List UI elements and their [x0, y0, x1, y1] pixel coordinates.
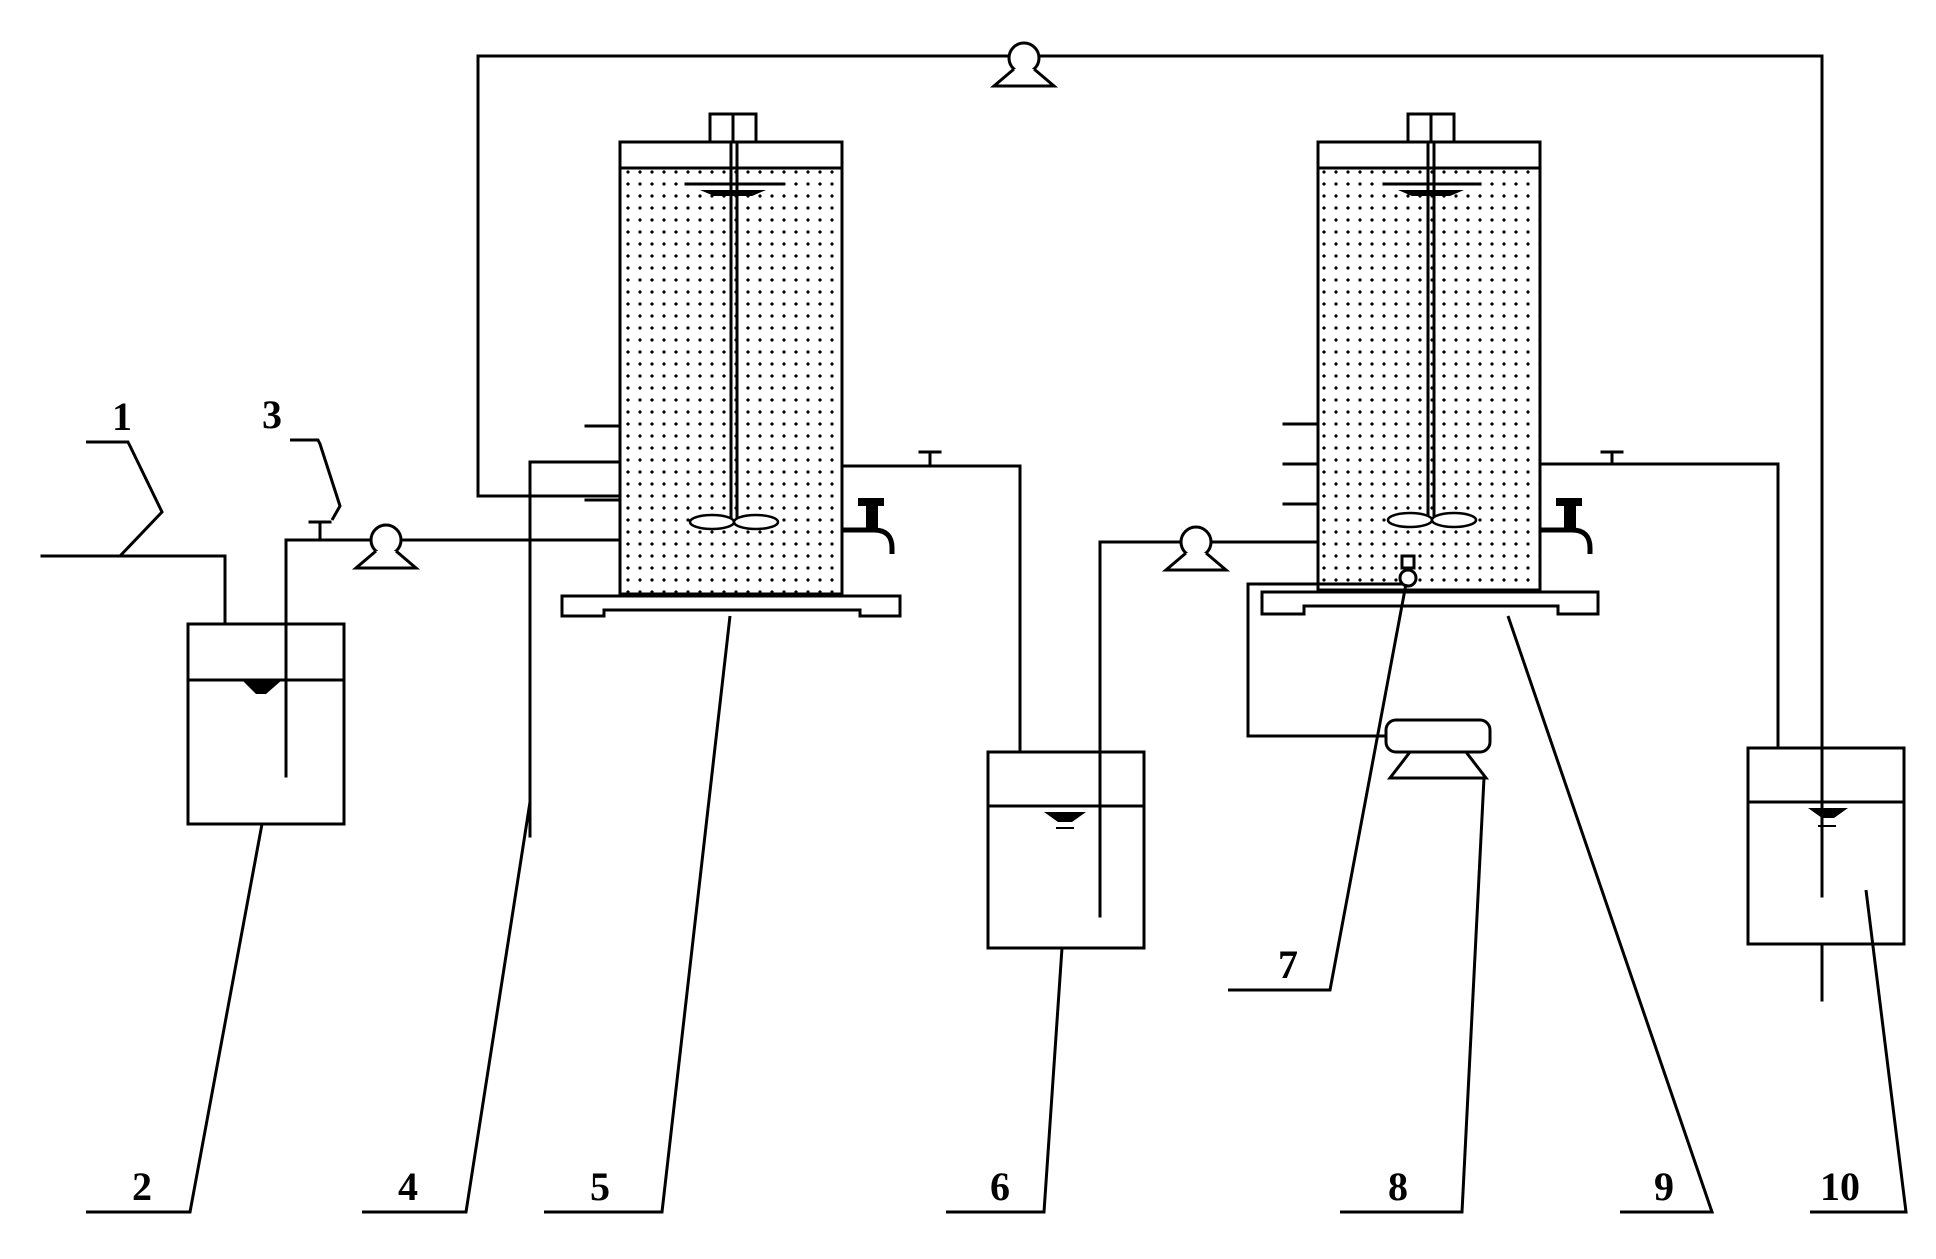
label-3: 3	[262, 392, 282, 437]
label-4: 4	[398, 1164, 418, 1209]
label-10: 10	[1820, 1164, 1860, 1209]
pipe-4	[528, 460, 622, 838]
water-level-icon	[1808, 808, 1848, 818]
diffuser-icon	[1316, 554, 1418, 588]
label-5: 5	[590, 1164, 610, 1209]
drain-tap-icon	[842, 498, 895, 554]
leader-lines	[86, 438, 1908, 1214]
impeller-icon	[1386, 511, 1434, 529]
label-6: 6	[990, 1164, 1010, 1209]
water-level-icon	[242, 680, 282, 694]
impeller-icon	[688, 513, 736, 531]
recirculation-pump-icon	[992, 41, 1056, 88]
recirculation-line	[476, 54, 1824, 1002]
air-line	[1246, 582, 1388, 738]
transfer-pump-icon	[1164, 525, 1228, 572]
feed-tank	[186, 622, 346, 826]
air-pump-icon	[1384, 718, 1492, 780]
label-2: 2	[132, 1164, 152, 1209]
feed-line	[284, 520, 622, 626]
reactor-1	[560, 112, 1022, 754]
feed-pump-icon	[354, 523, 418, 570]
label-7: 7	[1278, 942, 1298, 987]
label-1: 1	[112, 394, 132, 439]
drain-tap-icon	[1540, 498, 1593, 554]
effluent-tank	[1746, 746, 1906, 946]
transfer-line	[1098, 540, 1320, 754]
intermediate-tank	[986, 750, 1146, 950]
label-8: 8	[1388, 1164, 1408, 1209]
label-9: 9	[1654, 1164, 1674, 1209]
water-level-icon	[1044, 812, 1086, 822]
reactor-2	[1260, 112, 1780, 750]
number-labels: 1 3 2 4 5 6 7 8 9 10	[112, 392, 1860, 1209]
